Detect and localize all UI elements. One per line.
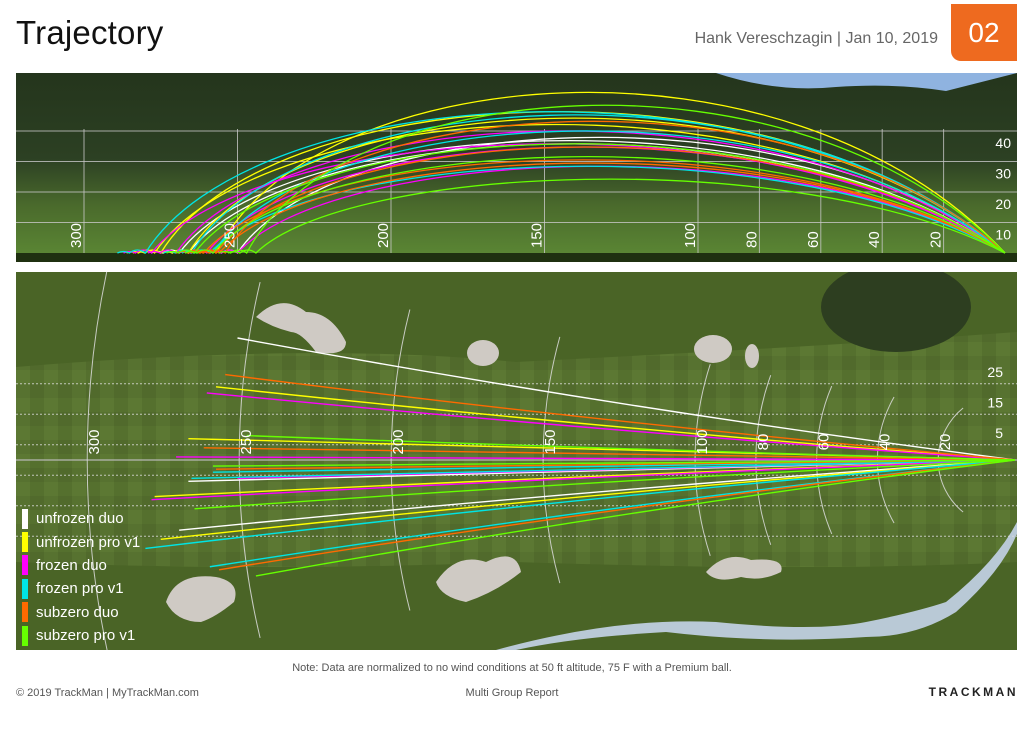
- shot-line-unfrozen-pro-v1: [160, 459, 1016, 540]
- distance-tick-label: 40: [876, 434, 893, 451]
- height-tick-label: 40: [995, 135, 1011, 151]
- trajectory-frozen-duo: [123, 143, 1006, 254]
- legend-label: frozen duo: [36, 556, 107, 574]
- trajectory-subzero-duo: [196, 120, 1006, 254]
- shot-line-subzero-duo: [225, 373, 1016, 461]
- distance-tick-label: 40: [866, 231, 883, 248]
- distance-arc: [542, 336, 561, 584]
- shot-line-unfrozen-duo: [179, 459, 1016, 531]
- trajectory-frozen-pro-v1: [117, 111, 1006, 254]
- legend-swatch: [22, 555, 28, 576]
- shot-line-subzero-pro-v1: [246, 434, 1016, 461]
- top-view-svg: 25 15 5 300 250 200 150 100 80 60 40 20: [16, 272, 1017, 650]
- legend-label: subzero duo: [36, 603, 119, 621]
- distance-tick-label: 100: [682, 223, 699, 248]
- page-title: Trajectory: [16, 14, 164, 51]
- distance-arc: [390, 309, 411, 611]
- page-number-badge: 02: [951, 4, 1017, 61]
- distance-tick-label: 250: [238, 429, 255, 454]
- distance-tick-label: 80: [755, 434, 772, 451]
- side-tick-label: 15: [987, 394, 1003, 410]
- distance-tick-label: 80: [743, 231, 760, 248]
- trajectory-subzero-duo: [190, 162, 1006, 254]
- distance-arc: [694, 364, 711, 556]
- legend-item: frozen pro v1: [22, 577, 140, 600]
- shot-line-frozen-pro-v1: [145, 459, 1016, 550]
- legend-label: frozen pro v1: [36, 580, 124, 598]
- shot-line-subzero-pro-v1: [194, 459, 1016, 510]
- distance-arc: [816, 385, 833, 535]
- shot-line-subzero-duo: [218, 459, 1016, 571]
- copyright: © 2019 TrackMan | MyTrackMan.com: [16, 687, 199, 699]
- height-tick-label: 20: [995, 196, 1011, 212]
- legend-label: unfrozen pro v1: [36, 533, 141, 551]
- shot-line-subzero-pro-v1: [212, 459, 1016, 467]
- shot-line-subzero-duo: [203, 447, 1016, 461]
- shot-line-frozen-duo: [176, 456, 1016, 461]
- legend-label: unfrozen duo: [36, 510, 124, 528]
- normalization-note: Note: Data are normalized to no wind con…: [292, 662, 732, 674]
- distance-tick-label: 300: [86, 429, 103, 454]
- distance-tick-label: 20: [928, 231, 945, 248]
- legend-item: frozen duo: [22, 554, 140, 577]
- top-view-chart: 25 15 5 300 250 200 150 100 80 60 40 20 unfrozen du…: [16, 272, 1017, 650]
- legend-item: subzero duo: [22, 601, 140, 624]
- height-tick-label: 30: [995, 166, 1011, 182]
- trajectory-unfrozen-duo: [150, 139, 1006, 254]
- trajectory-subzero-pro-v1: [227, 178, 1006, 254]
- trajectory-frozen-duo: [209, 165, 1006, 254]
- legend-label: subzero pro v1: [36, 627, 136, 645]
- legend-item: subzero pro v1: [22, 624, 140, 647]
- trajectory-subzero-pro-v1: [184, 156, 1006, 254]
- distance-tick-label: 60: [816, 434, 833, 451]
- trajectory-subzero-pro-v1: [218, 104, 1006, 254]
- tree-cluster: [821, 272, 971, 352]
- bunkers: [166, 303, 782, 622]
- distance-tick-label: 200: [390, 429, 407, 454]
- legend-item: unfrozen pro v1: [22, 530, 140, 553]
- legend-item: unfrozen duo: [22, 507, 140, 530]
- trajectory-subzero-duo: [187, 146, 1006, 254]
- shot-line-unfrozen-pro-v1: [215, 386, 1016, 461]
- distance-tick-label: 200: [375, 223, 392, 248]
- shot-line-frozen-duo: [151, 459, 1016, 501]
- distance-tick-label: 60: [805, 231, 822, 248]
- trajectory-unfrozen-pro-v1: [126, 123, 1006, 254]
- distance-tick-label: 150: [529, 223, 546, 248]
- distance-tick-label: 250: [222, 223, 239, 248]
- legend-swatch: [22, 625, 28, 646]
- shot-line-unfrozen-duo: [237, 337, 1016, 461]
- distance-tick-label: 150: [542, 429, 559, 454]
- height-tick-label: 10: [995, 227, 1011, 243]
- legend: unfrozen duo unfrozen pro v1 frozen duo fro…: [22, 507, 140, 647]
- legend-swatch: [22, 532, 28, 553]
- distance-tick-label: 100: [694, 429, 711, 454]
- legend-swatch: [22, 578, 28, 599]
- ground-strip: [16, 253, 1017, 262]
- side-tick-label: 5: [995, 425, 1003, 441]
- side-view-chart: 10 20 30 40 300 250 200 150 100 80 60 40 20: [16, 73, 1017, 262]
- distance-tick-label: 20: [937, 434, 954, 451]
- trajectory-subzero-duo: [175, 159, 1006, 254]
- shot-line-subzero-pro-v1: [255, 459, 1016, 577]
- player-and-date: Hank Vereschzagin | Jan 10, 2019: [694, 30, 938, 47]
- creek: [496, 522, 1017, 650]
- trajectory-subzero-pro-v1: [166, 143, 1006, 254]
- distance-arc: [86, 272, 108, 650]
- side-view-svg: 10 20 30 40 300 250 200 150 100 80 60 40 20: [16, 73, 1017, 262]
- report-name: Multi Group Report: [465, 687, 559, 699]
- shot-line-frozen-duo: [206, 392, 1016, 461]
- legend-swatch: [22, 602, 28, 623]
- distance-arc: [755, 374, 772, 546]
- fairway: [16, 332, 1017, 567]
- distance-arc: [238, 282, 261, 638]
- trajectory-frozen-pro-v1: [163, 114, 1006, 254]
- legend-swatch: [22, 508, 28, 529]
- distance-tick-label: 300: [68, 223, 85, 248]
- trackman-logo: TRACKMAN: [928, 685, 1018, 699]
- sky: [716, 73, 1017, 91]
- side-tick-label: 25: [987, 364, 1003, 380]
